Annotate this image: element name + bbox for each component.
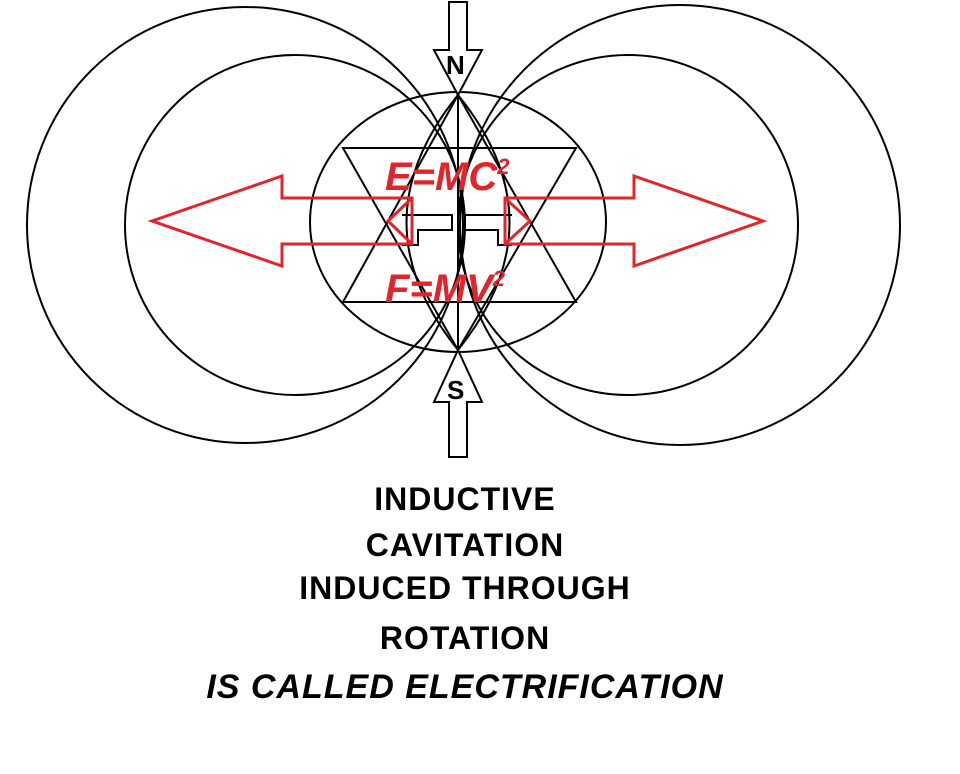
right-lens-arc bbox=[457, 94, 511, 351]
formula-force-exponent: 2 bbox=[492, 266, 506, 291]
south-pole-arrow bbox=[432, 347, 484, 458]
caption-line-3: INDUCED THROUGH bbox=[299, 570, 631, 606]
formula-energy-base: E=MC bbox=[385, 155, 498, 199]
formula-force-base: F=MV bbox=[385, 267, 496, 311]
left-inner-red-chevron bbox=[385, 196, 414, 246]
right-inner-red-chevron bbox=[503, 196, 533, 246]
north-pole-label: N bbox=[446, 50, 465, 80]
left-inner-connector bbox=[402, 214, 453, 246]
caption-line-4: ROTATION bbox=[379, 620, 551, 656]
right-red-arrow bbox=[503, 173, 768, 269]
north-pole-arrow bbox=[432, 1, 484, 98]
caption-line-1: INDUCTIVE bbox=[374, 481, 556, 517]
formula-force: F=MV2 bbox=[385, 266, 506, 311]
formula-energy-exponent: 2 bbox=[496, 154, 510, 179]
left-inner-field-loop bbox=[124, 54, 466, 396]
hexagram-down-triangle bbox=[341, 147, 578, 353]
left-red-arrow bbox=[147, 173, 414, 269]
formula-energy: E=MC2 bbox=[385, 154, 510, 199]
left-lens-arc bbox=[405, 94, 459, 351]
caption-line-5: IS CALLED ELECTRIFICATION bbox=[206, 668, 724, 706]
right-inner-connector bbox=[464, 214, 512, 246]
left-outer-field-loop bbox=[26, 6, 464, 444]
south-pole-label: S bbox=[447, 375, 464, 405]
right-outer-field-loop bbox=[459, 4, 901, 446]
caption-line-2: CAVITATION bbox=[365, 527, 565, 563]
